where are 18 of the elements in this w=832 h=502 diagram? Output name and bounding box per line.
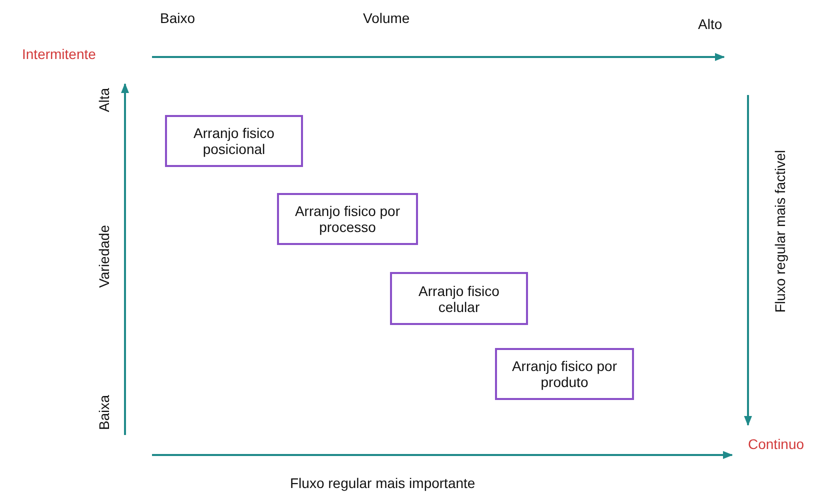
layout-type-box <box>277 193 418 245</box>
box-text: Arranjo fisico por produto <box>510 358 618 390</box>
box-text: Arranjo fisico por processo <box>294 203 402 235</box>
axis-title: Volume <box>363 10 410 26</box>
axis-title: Variedade <box>96 225 112 288</box>
axis-title: Fluxo regular mais importante <box>290 475 476 491</box>
axis-end-label: Intermitente <box>22 46 96 62</box>
box-text: Arranjo fisico posicional <box>192 125 276 157</box>
axis-label: Alto <box>698 16 722 32</box>
layout-type-box <box>390 272 528 325</box>
axis-label: Baixa <box>96 395 112 430</box>
axis-label: Baixo <box>160 10 196 26</box>
layout-type-box <box>495 348 634 400</box>
box-text: Arranjo fisico celular <box>418 282 500 314</box>
axis-end-label: Continuo <box>748 436 804 452</box>
axis-label: Alta <box>96 88 112 112</box>
axis-title: Fluxo regular mais factivel <box>772 150 788 313</box>
layout-type-box <box>165 115 303 167</box>
